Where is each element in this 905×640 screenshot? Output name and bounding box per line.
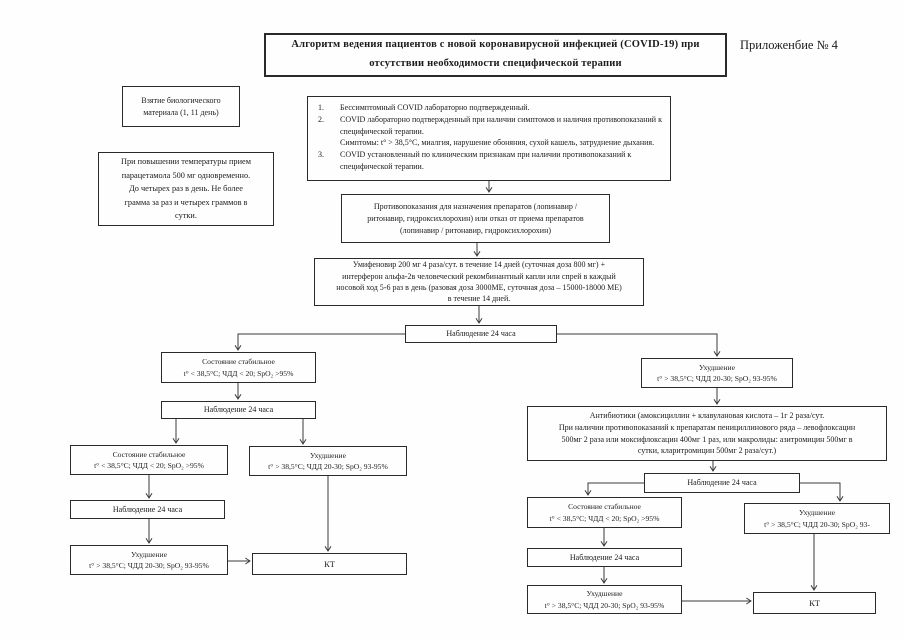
node-worse-right-2: Ухудшение t° > 38,5°C; ЧДД 20-30; SpO₂ 9… xyxy=(527,585,682,614)
node-umifenovir: Умифеновир 200 мг 4 раза/сут. в течение … xyxy=(314,258,644,306)
node-ct-left: КТ xyxy=(252,553,407,575)
observation-text: Наблюдение 24 часа xyxy=(569,552,640,562)
node-contraindications: Противопоказания для назначения препарат… xyxy=(341,194,610,243)
node-worse-2: Ухудшение t° > 38,5°C; ЧДД 20-30; SpO₂ 9… xyxy=(249,446,407,476)
node-worse-1: Ухудшение t° > 38,5°C; ЧДД 20-30; SpO₂ 9… xyxy=(641,358,793,388)
criteria-item-1: 1. Бессимптомный COVID лабораторно подтв… xyxy=(318,102,662,114)
criteria-item-2: 2. COVID лабораторно подтвержденный при … xyxy=(318,114,662,149)
criteria-item-text: Бессимптомный COVID лабораторно подтверж… xyxy=(340,103,530,112)
observation-text: Наблюдение 24 часа xyxy=(112,504,183,514)
stable-text: Состояние стабильное t° < 38,5°C; ЧДД < … xyxy=(94,449,204,470)
criteria-item-text: COVID установленный по клиническим призн… xyxy=(340,150,632,172)
contraindications-text: Противопоказания для назначения препарат… xyxy=(367,201,584,235)
node-observation-24h-left-2: Наблюдение 24 часа xyxy=(161,401,316,419)
node-worse-right: Ухудшение t° > 38,5°C; ЧДД 20-30; SpO₂ 9… xyxy=(744,503,890,534)
worse-text: Ухудшение t° > 38,5°C; ЧДД 20-30; SpO₂ 9… xyxy=(89,549,209,570)
stable-text: Состояние стабильное t° < 38,5°C; ЧДД < … xyxy=(549,502,660,523)
node-observation-24h-right-1: Наблюдение 24 часа xyxy=(644,473,800,493)
worse-text: Ухудшение t° > 38,5°C; ЧДД 20-30; SpO₂ 9… xyxy=(268,450,388,471)
observation-text: Наблюдение 24 часа xyxy=(687,478,757,487)
ct-text: КТ xyxy=(324,558,335,569)
criteria-item-number: 2. xyxy=(318,114,324,124)
worse-text: Ухудшение t° > 38,5°C; ЧДД 20-30; SpO₂ 9… xyxy=(544,589,665,610)
node-antibiotics: Антибиотики (амоксициллин + клавулановая… xyxy=(527,406,887,461)
umifenovir-text: Умифеновир 200 мг 4 раза/сут. в течение … xyxy=(336,260,622,304)
page-title: Алгоритм ведения пациентов с новой корон… xyxy=(264,33,727,77)
node-stable-2: Состояние стабильное t° < 38,5°C; ЧДД < … xyxy=(70,445,228,475)
node-paracetamol: При повышении температуры прием парацета… xyxy=(98,152,274,226)
node-observation-24h-center: Наблюдение 24 часа xyxy=(405,325,557,343)
node-observation-24h-left-3: Наблюдение 24 часа xyxy=(70,500,225,519)
criteria-item-number: 3. xyxy=(318,150,324,160)
worse-text: Ухудшение t° > 38,5°C; ЧДД 20-30; SpO₂ 9… xyxy=(764,508,870,529)
antibiotics-text: Антибиотики (амоксициллин + клавулановая… xyxy=(558,411,856,456)
page-title-text: Алгоритм ведения пациентов с новой корон… xyxy=(291,39,700,69)
worse-text: Ухудшение t° > 38,5°C; ЧДД 20-30; SpO₂ 9… xyxy=(657,362,777,383)
paracetamol-text: При повышении температуры прием парацета… xyxy=(121,157,251,221)
node-bio-sampling: Взятие биологического материала (1, 11 д… xyxy=(122,86,240,127)
criteria-item-number: 1. xyxy=(318,103,324,112)
node-stable-right: Состояние стабильное t° < 38,5°C; ЧДД < … xyxy=(527,497,682,528)
observation-text: Наблюдение 24 часа xyxy=(446,329,516,338)
stable-text: Состояние стабильное t° < 38,5°C; ЧДД < … xyxy=(183,357,294,378)
bio-sampling-text: Взятие биологического материала (1, 11 д… xyxy=(141,95,221,117)
observation-text: Наблюдение 24 часа xyxy=(203,405,274,414)
node-worse-3: Ухудшение t° > 38,5°C; ЧДД 20-30; SpO₂ 9… xyxy=(70,545,228,575)
ct-text: КТ xyxy=(809,597,820,608)
node-criteria-list: 1. Бессимптомный COVID лабораторно подтв… xyxy=(307,96,671,181)
node-ct-right: КТ xyxy=(753,592,876,614)
annex-label: Приложенбие № 4 xyxy=(740,38,838,52)
criteria-item-text: COVID лабораторно подтвержденный при нал… xyxy=(340,114,662,148)
node-stable-1: Состояние стабильное t° < 38,5°C; ЧДД < … xyxy=(161,352,316,383)
node-observation-24h-right-2: Наблюдение 24 часа xyxy=(527,548,682,567)
criteria-item-3: 3. COVID установленный по клиническим пр… xyxy=(318,149,662,173)
